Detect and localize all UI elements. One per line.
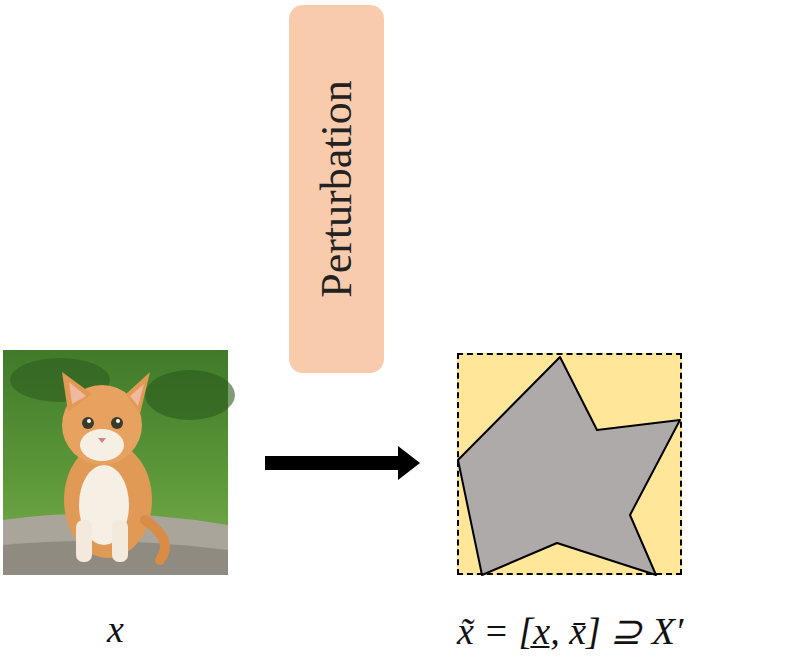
step-label: Perturbation [315,80,359,298]
math-label: x̃ = [x̲, x̄] ⊇ X′ [457,609,683,655]
perturbation-box: Perturbation [289,5,384,373]
arrow-shaft [265,456,400,470]
math-label: x [107,607,124,653]
arrow-head [398,446,420,480]
interval-set [457,353,682,575]
input-image: x [3,350,228,575]
kitten-photo [3,350,235,575]
arrow-connector [265,446,420,480]
interval-box: x̃ = [x̲, x̄] ⊇ X′ [457,353,682,575]
